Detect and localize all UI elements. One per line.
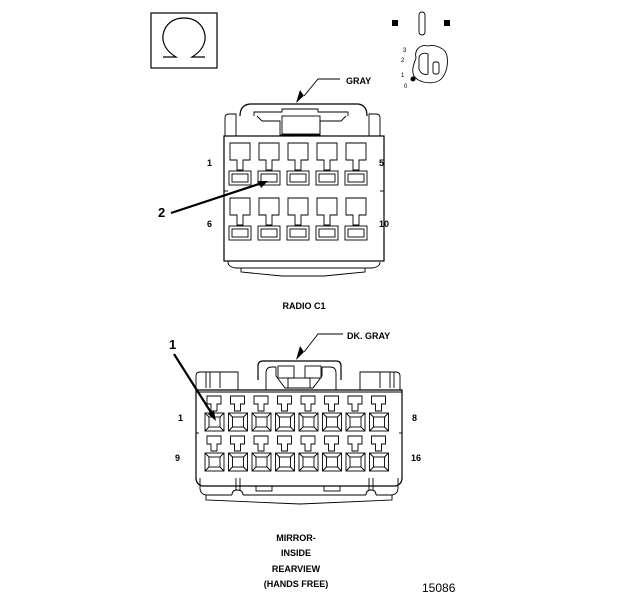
mirror-cavity-2 — [228, 395, 248, 432]
radio-c1-color-label: GRAY — [346, 76, 371, 86]
mirror-color-label: DK. GRAY — [347, 331, 390, 341]
mirror-pin-label-8: 8 — [412, 413, 417, 423]
ohm-icon — [150, 12, 218, 69]
radio-cavity-1 — [228, 142, 252, 186]
mirror-cavity-14 — [322, 435, 342, 472]
mirror-pin-label-16: 16 — [411, 453, 421, 463]
mirror-cavity-15 — [345, 435, 366, 472]
mirror-cavity-4 — [275, 395, 295, 432]
radio-cavity-5 — [344, 142, 368, 186]
mirror-callout-number: 1 — [169, 337, 176, 352]
mirror-cavity-12 — [275, 435, 295, 472]
mirror-pin-label-1: 1 — [178, 413, 183, 423]
radio-cavity-8 — [286, 197, 310, 241]
radio-pin-label-5: 5 — [379, 158, 384, 168]
mirror-cavity-6 — [322, 395, 342, 432]
key-position-2: 2 — [401, 58, 405, 64]
radio-cavity-2 — [257, 142, 281, 186]
radio-cavity-7 — [257, 197, 281, 241]
radio-c1-cavities — [228, 142, 368, 241]
radio-pin-label-6: 6 — [207, 219, 212, 229]
mirror-name-line-4: (HANDS FREE) — [264, 579, 329, 589]
radio-cavity-3 — [286, 142, 310, 186]
key-position-3: 3 — [403, 48, 407, 54]
ignition-key-icon: 3 2 1 0 — [392, 11, 450, 90]
mirror-cavity-9 — [204, 435, 225, 472]
key-position-1: 1 — [401, 73, 405, 79]
mirror-cavity-8 — [369, 395, 389, 432]
radio-cavity-9 — [315, 197, 339, 241]
mirror-name-line-2: INSIDE — [281, 548, 311, 558]
mirror-cavity-3 — [251, 395, 272, 432]
mirror-cavity-11 — [251, 435, 272, 472]
radio-pin-label-10: 10 — [379, 219, 389, 229]
radio-cavity-4 — [315, 142, 339, 186]
radio-c1-name: RADIO C1 — [282, 301, 325, 311]
radio-cavity-6 — [228, 197, 252, 241]
radio-callout-number: 2 — [158, 205, 165, 220]
mirror-cavity-13 — [298, 435, 319, 472]
radio-pin-label-1: 1 — [207, 158, 212, 168]
mirror-connector: DK. GRAY 1 8 9 16 1 — [169, 331, 421, 589]
radio-cavity-10 — [344, 197, 368, 241]
key-position-0: 0 — [404, 84, 408, 90]
mirror-name-line-1: MIRROR- — [276, 533, 316, 543]
mirror-cavity-5 — [298, 395, 319, 432]
radio-c1-connector: GRAY 1 5 6 10 2 RADIO C1 — [158, 76, 389, 311]
mirror-cavity-16 — [369, 435, 389, 472]
mirror-pin-label-9: 9 — [175, 453, 180, 463]
figure-number: 15086 — [422, 581, 456, 595]
mirror-cavity-10 — [228, 435, 248, 472]
mirror-cavity-7 — [345, 395, 366, 432]
mirror-name-line-3: REARVIEW — [272, 564, 321, 574]
mirror-cavities — [204, 395, 389, 472]
